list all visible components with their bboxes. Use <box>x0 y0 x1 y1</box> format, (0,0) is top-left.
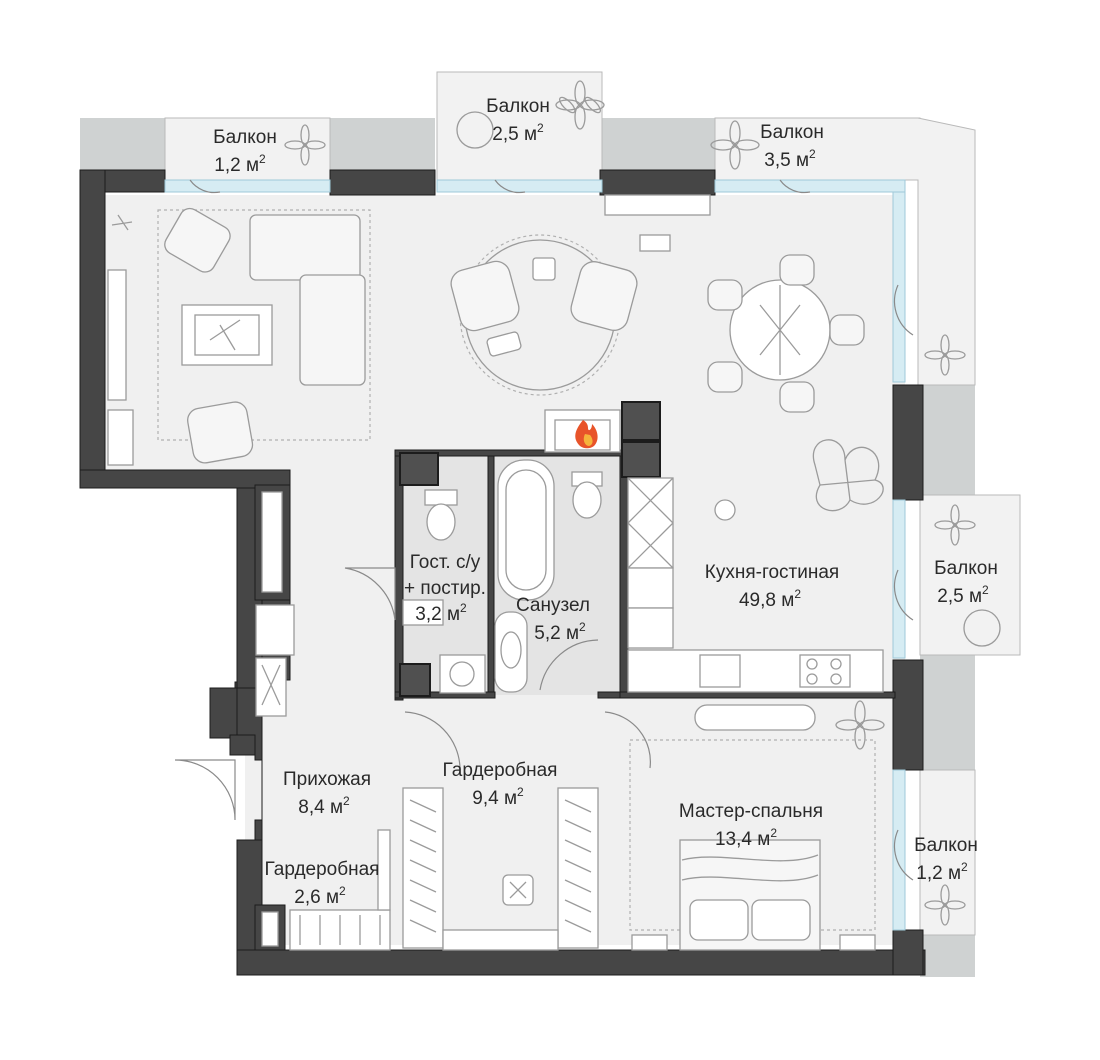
kitchen-unit <box>627 477 884 693</box>
svg-text:3,5 м2: 3,5 м2 <box>764 147 816 171</box>
room-label: Балкон <box>934 558 998 579</box>
bedroom-furniture <box>629 704 876 951</box>
room-area: 1,2 м <box>916 863 961 884</box>
toilet-icon <box>426 503 456 541</box>
svg-text:3,2 м2: 3,2 м2 <box>415 601 467 625</box>
room-label: Кухня-гостиная <box>705 562 839 583</box>
wardrobe-furniture <box>402 787 599 951</box>
room-label: Балкон <box>213 127 277 148</box>
guest-wc-fixtures <box>402 489 486 694</box>
room-area: 2,5 м <box>937 586 982 607</box>
room-area: 2,5 м <box>492 124 537 145</box>
hallway-furniture <box>255 604 391 951</box>
room-area: 5,2 м <box>534 623 579 644</box>
armchair-icon <box>164 207 231 273</box>
svg-text:2,5 м2: 2,5 м2 <box>937 583 989 607</box>
room-label: Мастер-спальня <box>679 801 823 822</box>
svg-text:2,6 м2: 2,6 м2 <box>294 884 346 908</box>
living-room-furniture <box>107 207 371 466</box>
stove-icon <box>799 654 851 688</box>
room-area: 13,4 м <box>715 829 770 850</box>
washing-machine-icon <box>439 654 486 694</box>
svg-text:1,2 м2: 1,2 м2 <box>214 152 266 176</box>
exterior-facade <box>80 118 975 977</box>
room-area: 49,8 м <box>739 590 794 611</box>
armchair-icon <box>450 260 520 332</box>
room-area: 1,2 м <box>214 155 259 176</box>
room-label: Гост. с/у <box>410 552 481 573</box>
room-label: Балкон <box>760 122 824 143</box>
fireplace-icon <box>544 409 621 453</box>
sink-icon <box>699 654 741 688</box>
dining-table-icon <box>707 254 865 413</box>
svg-text:8,4 м2: 8,4 м2 <box>298 794 350 818</box>
room-area: 3,5 м <box>764 150 809 171</box>
room-label: Прихожая <box>283 769 371 790</box>
bed-icon <box>679 839 821 951</box>
room-area: 3,2 м <box>415 604 460 625</box>
room-area: 2,6 м <box>294 887 339 908</box>
interior-walls <box>254 401 896 951</box>
door-swing-icon <box>174 179 914 881</box>
svg-text:2,5 м2: 2,5 м2 <box>492 121 544 145</box>
room-label: Гардеробная <box>265 859 380 880</box>
room-label: Балкон <box>486 96 550 117</box>
room-label: Санузел <box>516 595 590 616</box>
bathroom-fixtures <box>494 459 603 693</box>
room-label: Гардеробная <box>443 760 558 781</box>
lounge-area <box>450 234 638 396</box>
room-area: 8,4 м <box>298 797 343 818</box>
room-label: Балкон <box>914 835 978 856</box>
svg-text:5,2 м2: 5,2 м2 <box>534 620 586 644</box>
bathtub-icon <box>497 459 555 601</box>
sofa-icon <box>249 214 361 281</box>
room-labels: Балкон 1,2 м2 Балкон 2,5 м2 Балкон 3,5 м… <box>213 96 998 908</box>
svg-text:1,2 м2: 1,2 м2 <box>916 860 968 884</box>
room-area: 9,4 м <box>472 788 517 809</box>
plant-icon <box>284 80 1001 926</box>
room-label: + постир. <box>404 578 486 599</box>
svg-text:9,4 м2: 9,4 м2 <box>472 785 524 809</box>
svg-text:13,4 м2: 13,4 м2 <box>715 826 777 850</box>
svg-text:49,8 м2: 49,8 м2 <box>739 587 801 611</box>
window-glazing <box>164 179 906 931</box>
